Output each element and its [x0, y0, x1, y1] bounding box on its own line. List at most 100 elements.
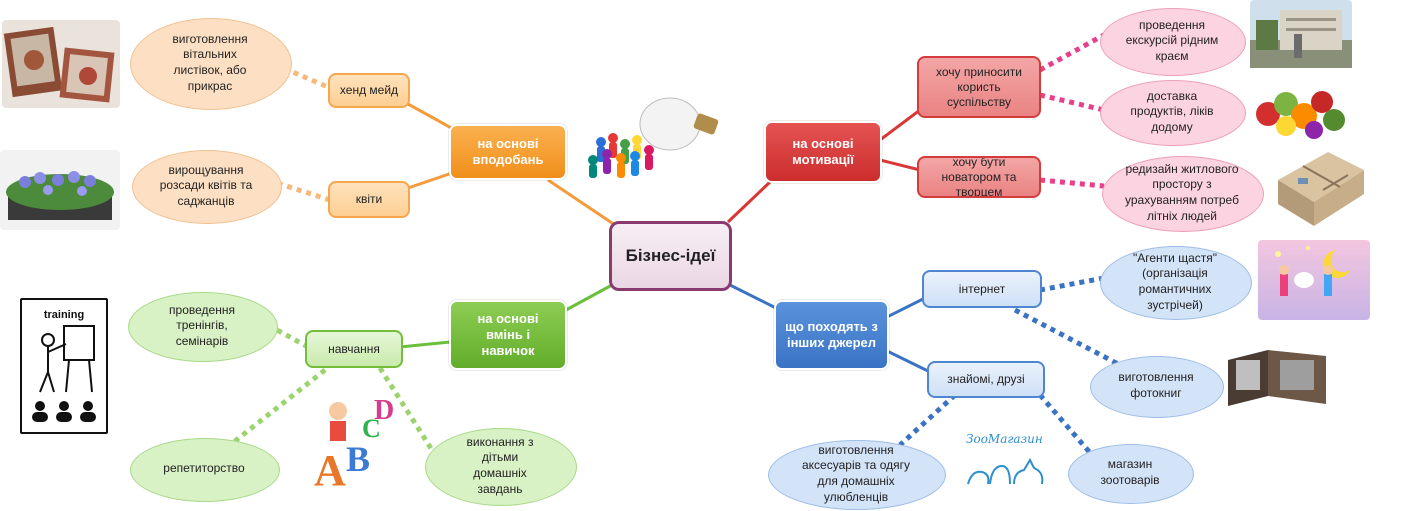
sub-education[interactable]: навчання: [305, 330, 403, 368]
cloud-shape: [1100, 8, 1246, 76]
link-center-motivation: [726, 180, 772, 224]
dots-benefit-delivery: [1039, 92, 1105, 113]
cloud-shape: [1100, 246, 1252, 320]
link-likes-handmade: [407, 102, 456, 132]
branch-skills[interactable]: на основі вмінь і навичок: [449, 300, 567, 370]
branch-other-label: що походять з інших джерел: [785, 318, 878, 350]
dots-friends-petshop: [1038, 393, 1094, 457]
city-building-image: [1250, 0, 1352, 68]
link-other-internet: [884, 296, 926, 320]
leaf-trainings[interactable]: проведення тренінгів, семінарів: [128, 292, 278, 362]
cloud-shape: [425, 428, 577, 506]
leaf-delivery-label: доставка продуктів, ліків додому: [1130, 88, 1214, 134]
sub-benefit[interactable]: хочу приносити користь суспільству: [917, 56, 1041, 118]
apartment-plan-image: [1268, 140, 1368, 232]
leaf-tutoring-label: репетиторство: [163, 461, 245, 476]
letter-c: C: [362, 414, 381, 443]
leaf-homework[interactable]: виконання з дітьми домашніх завдань: [425, 428, 577, 506]
cloud-shape: [132, 150, 282, 224]
link-center-skills: [565, 283, 613, 312]
leaf-cards-label: виготовлення вітальних листівок, або при…: [172, 31, 248, 93]
sub-education-label: навчання: [328, 341, 380, 356]
link-other-friends: [884, 348, 931, 374]
sub-internet-label: інтернет: [958, 281, 1006, 296]
dots-friends-petwear: [898, 393, 957, 447]
cloud-shape: [130, 438, 280, 502]
leaf-tours-label: проведення екскурсій рідним краєм: [1125, 17, 1219, 63]
dots-flowers-seedlings: [279, 181, 331, 203]
branch-motivation[interactable]: на основі мотивації: [764, 121, 882, 183]
sub-innovator[interactable]: хочу бути новатором та творцем: [917, 156, 1041, 198]
branch-likes[interactable]: на основі вподобань: [449, 124, 567, 180]
dots-benefit-tours: [1038, 32, 1106, 73]
link-motivation-innovator: [879, 158, 921, 172]
link-center-other: [729, 283, 781, 312]
sub-innovator-label: хочу бути новатором та творцем: [941, 156, 1017, 198]
cloud-shape: [768, 440, 946, 510]
abc-letters-image: A B C D: [300, 385, 410, 495]
cloud-shape: [1068, 444, 1194, 504]
leaf-tours[interactable]: проведення екскурсій рідним краєм: [1100, 8, 1246, 76]
handmade-cards-image: [2, 20, 120, 108]
leaf-agents-label: "Агенти щастя" (організація романтичних …: [1132, 250, 1217, 312]
leaf-tutoring[interactable]: репетиторство: [130, 438, 280, 502]
central-topic[interactable]: Бізнес-ідеї: [609, 221, 732, 291]
happiness-agents-image: [1258, 240, 1370, 320]
lightbulb-figures-image: [585, 90, 735, 180]
link-likes-flowers: [407, 170, 456, 190]
leaf-petshop[interactable]: магазин зоотоварів: [1068, 444, 1194, 504]
leaf-photobooks[interactable]: виготовлення фотокниг: [1090, 356, 1224, 418]
leaf-redesign-label: редизайн житлового простору з урахування…: [1125, 161, 1239, 223]
leaf-petwear-label: виготовлення аксесуарів та одягу для дом…: [802, 442, 910, 504]
flower-seedlings-image: [0, 150, 120, 230]
training-sign-text: training: [44, 309, 84, 321]
cloud-shape: [1090, 356, 1224, 418]
leaf-trainings-label: проведення тренінгів, семінарів: [169, 302, 235, 348]
branch-skills-label: на основі вмінь і навичок: [477, 310, 539, 359]
leaf-petwear[interactable]: виготовлення аксесуарів та одягу для дом…: [768, 440, 946, 510]
leaf-delivery[interactable]: доставка продуктів, ліків додому: [1100, 80, 1246, 146]
leaf-agents[interactable]: "Агенти щастя" (організація романтичних …: [1100, 246, 1252, 320]
branch-other[interactable]: що походять з інших джерел: [774, 300, 889, 370]
link-motivation-benefit: [879, 108, 921, 142]
sub-handmade-label: хенд мейд: [339, 83, 399, 97]
photobook-image: [1224, 348, 1330, 408]
zoo-shop-animals-icon: [962, 450, 1052, 490]
cloud-shape: [1102, 156, 1264, 232]
sub-handmade[interactable]: хенд мейд: [328, 73, 410, 108]
sub-friends[interactable]: знайомі, друзі: [927, 361, 1045, 398]
branch-likes-label: на основі вподобань: [472, 135, 544, 167]
dots-education-homework: [377, 366, 435, 452]
dots-education-trainings: [266, 322, 310, 350]
central-topic-label: Бізнес-ідеї: [625, 246, 716, 266]
cloud-shape: [130, 18, 292, 110]
leaf-seedlings[interactable]: вирощування розсади квітів та саджанців: [132, 150, 282, 224]
vegetables-image: [1252, 80, 1348, 142]
dots-internet-agents: [1039, 275, 1105, 293]
sub-flowers-label: квіти: [355, 192, 383, 206]
leaf-seedlings-label: вирощування розсади квітів та саджанців: [159, 162, 253, 208]
letter-a: A: [314, 446, 346, 491]
leaf-homework-label: виконання з дітьми домашніх завдань: [466, 434, 534, 496]
letter-b: B: [346, 439, 370, 479]
link-skills-education: [399, 340, 451, 349]
training-sign-image: training: [20, 298, 108, 434]
leaf-petshop-label: магазин зоотоварів: [1100, 457, 1160, 487]
dots-handmade-cards: [287, 67, 336, 93]
leaf-photobooks-label: виготовлення фотокниг: [1118, 370, 1194, 400]
cloud-shape: [128, 292, 278, 362]
sub-flowers[interactable]: квіти: [328, 181, 410, 218]
cloud-shape: [1100, 80, 1246, 146]
branch-motivation-label: на основі мотивації: [792, 135, 854, 167]
link-center-likes: [547, 178, 616, 227]
sub-benefit-label: хочу приносити користь суспільству: [936, 64, 1022, 109]
letter-d: D: [374, 395, 394, 426]
leaf-redesign[interactable]: редизайн житлового простору з урахування…: [1102, 156, 1264, 232]
zoo-shop-logo: ЗооМагазин: [966, 432, 1043, 446]
dots-innovator-redesign: [1039, 177, 1105, 189]
sub-internet[interactable]: інтернет: [922, 270, 1042, 308]
sub-friends-label: знайомі, друзі: [947, 372, 1025, 386]
dots-education-tutoring: [228, 368, 327, 447]
leaf-cards[interactable]: виготовлення вітальних листівок, або при…: [130, 18, 292, 110]
